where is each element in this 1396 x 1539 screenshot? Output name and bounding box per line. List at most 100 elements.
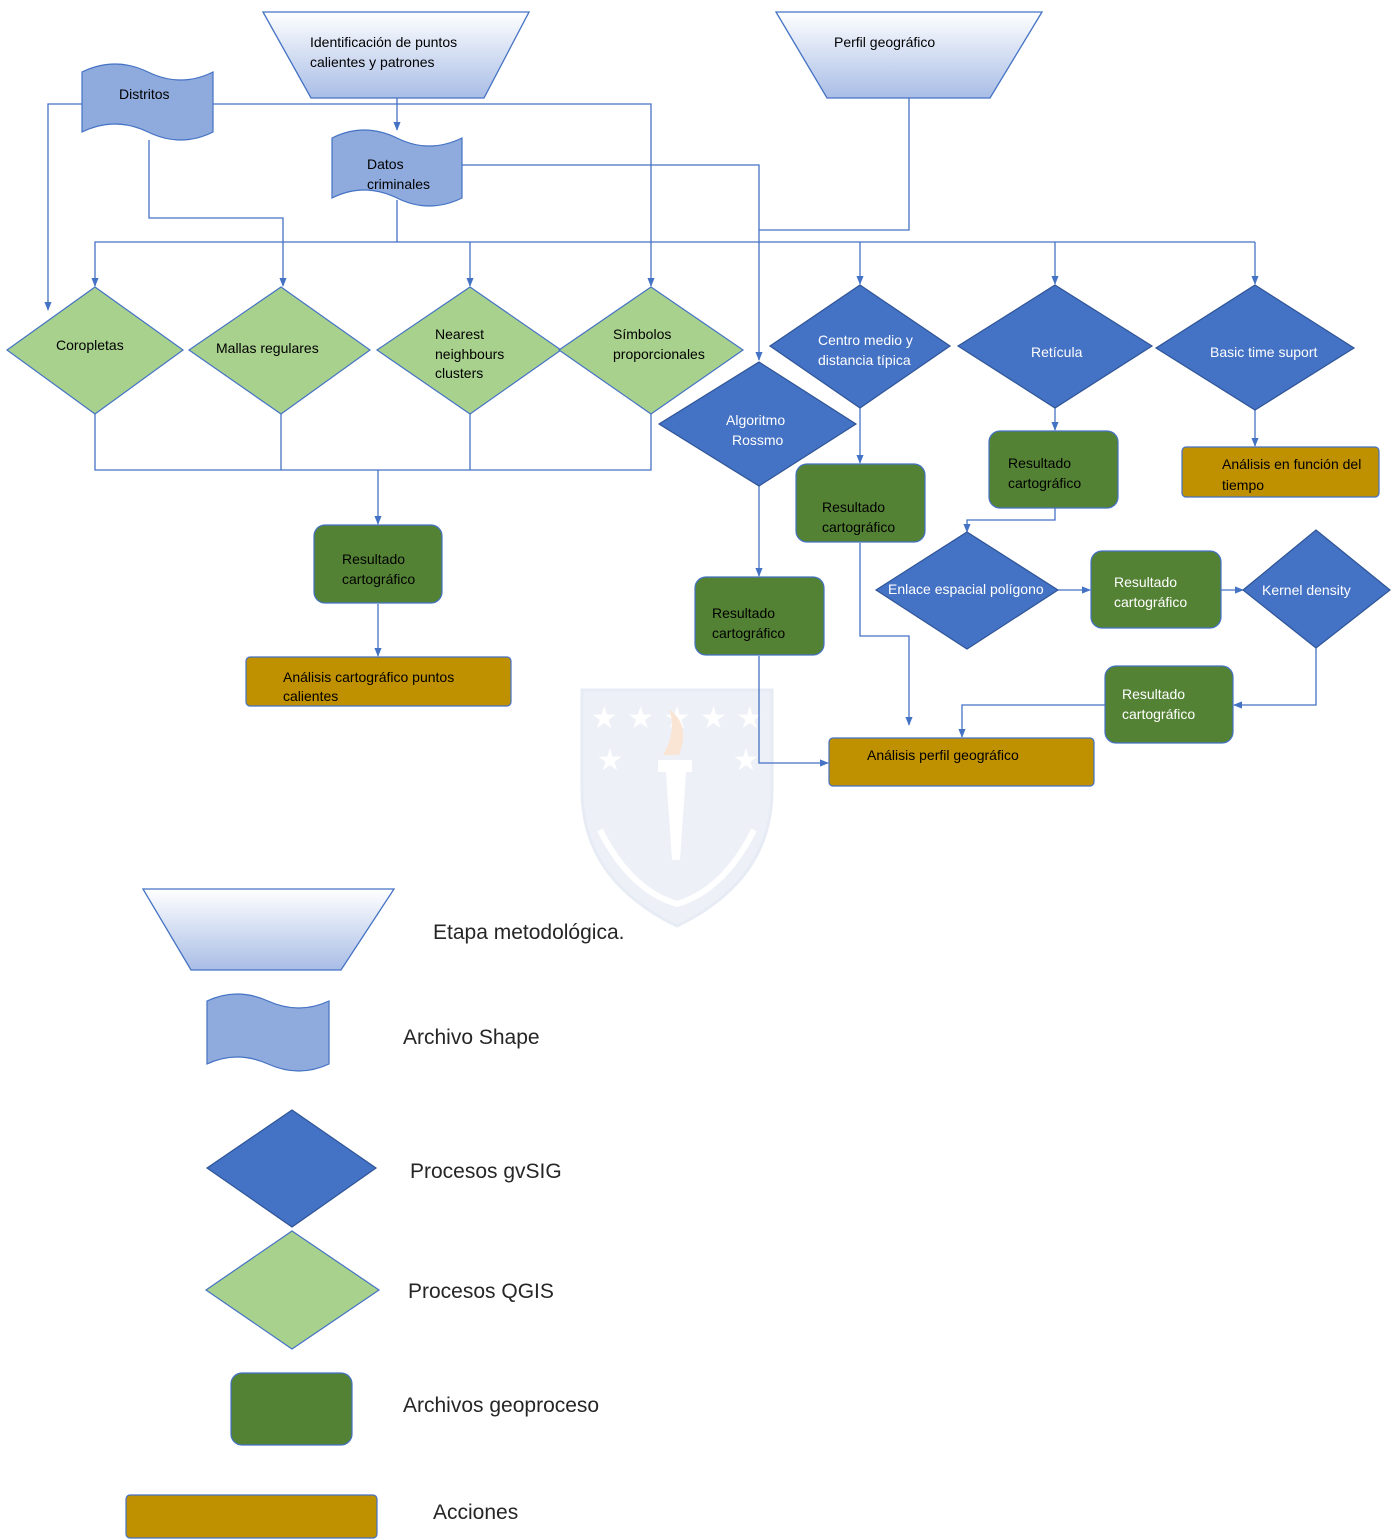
action-time-line-2: tiempo bbox=[1222, 477, 1264, 493]
stage-profile-line-1: Perfil geográfico bbox=[834, 34, 935, 50]
shape-distritos-line-1: Distritos bbox=[119, 86, 170, 102]
qgis-simbolos-proporcionales: Símbolos proporcionales bbox=[557, 286, 745, 415]
action-hotspots-line-1: Análisis cartográfico puntos bbox=[283, 669, 454, 685]
svg-text:★ ★ ★ ★ ★: ★ ★ ★ ★ ★ bbox=[591, 701, 764, 736]
result-centro: Resultado cartográfico bbox=[795, 463, 926, 543]
svg-text:Distritos: Distritos bbox=[119, 86, 170, 102]
action-hotspots-line-2: calientes bbox=[283, 688, 338, 704]
conn-distritos-simbolos bbox=[213, 103, 655, 287]
conn-distritos-coropletas bbox=[44, 103, 82, 311]
conn-distritos-mallas bbox=[148, 140, 287, 287]
conn-kernel-result-action bbox=[958, 704, 1105, 738]
conn-qgis-join bbox=[94, 414, 652, 471]
qgis-coropletas-line-1: Coropletas bbox=[56, 337, 124, 353]
university-seal-watermark: ★ ★ ★ ★ ★ ★ ★ bbox=[580, 688, 774, 928]
action-time-line-1: Análisis en función del bbox=[1222, 456, 1361, 472]
result-main-line-1: Resultado bbox=[342, 551, 405, 567]
svg-text:Análisis perfil geográfico: Análisis perfil geográfico bbox=[867, 747, 1019, 763]
svg-text:Perfil geográfico: Perfil geográfico bbox=[834, 34, 935, 50]
result-kernel-line-2: cartográfico bbox=[1122, 706, 1195, 722]
result-centro-line-2: cartográfico bbox=[822, 519, 895, 535]
gvsig-rossmo-line-2: Rossmo bbox=[732, 432, 784, 448]
svg-text:★: ★ bbox=[733, 743, 760, 778]
qgis-simbolos-line-1: Símbolos bbox=[613, 326, 671, 342]
gvsig-centro-line-2: distancia típica bbox=[818, 352, 911, 368]
gvsig-kernel-density: Kernel density bbox=[1242, 529, 1391, 649]
action-time: Análisis en función del tiempo bbox=[1181, 446, 1380, 498]
result-rossmo: Resultado cartográfico bbox=[694, 576, 825, 656]
qgis-nearest-line-3: clusters bbox=[435, 365, 483, 381]
gvsig-centro-line-1: Centro medio y bbox=[818, 332, 913, 348]
shape-datos-criminales: Datos criminales bbox=[331, 129, 463, 207]
legend-qgis: Procesos QGIS bbox=[204, 1230, 554, 1350]
connectors bbox=[44, 98, 1317, 767]
conn-centro-result-action bbox=[859, 543, 913, 726]
qgis-mallas-line-1: Mallas regulares bbox=[216, 340, 319, 356]
result-rossmo-line-2: cartográfico bbox=[712, 625, 785, 641]
action-hotspots: Análisis cartográfico puntos calientes bbox=[245, 656, 512, 707]
stage-profile: Perfil geográfico bbox=[774, 11, 1044, 99]
qgis-coropletas: Coropletas bbox=[5, 286, 185, 415]
conn-datos-rossmo bbox=[462, 164, 763, 361]
conn-datos-bus bbox=[396, 200, 1255, 243]
qgis-nearest-line-1: Nearest bbox=[435, 326, 484, 342]
result-enlace-line-1: Resultado bbox=[1114, 574, 1177, 590]
legend-qgis-label: Procesos QGIS bbox=[408, 1280, 554, 1303]
legend-geoprocess: Archivos geoproceso bbox=[230, 1372, 599, 1446]
svg-text:Mallas regulares: Mallas regulares bbox=[216, 340, 319, 356]
svg-text:Coropletas: Coropletas bbox=[56, 337, 124, 353]
legend-geoprocess-label: Archivos geoproceso bbox=[403, 1394, 599, 1417]
gvsig-rossmo-line-1: Algoritmo bbox=[726, 412, 785, 428]
gvsig-enlace-espacial: Enlace espacial polígono bbox=[874, 531, 1060, 650]
stage-hotspots-line-1: Identificación de puntos bbox=[310, 34, 457, 50]
conn-bus-qgis-left bbox=[91, 241, 397, 287]
svg-text:Enlace espacial polígono: Enlace espacial polígono bbox=[888, 581, 1044, 597]
qgis-nearest-line-2: neighbours bbox=[435, 346, 504, 362]
shape-datos-line-1: Datos bbox=[367, 156, 404, 172]
action-profile: Análisis perfil geográfico bbox=[828, 737, 1095, 787]
gvsig-centro-medio: Centro medio y distancia típica bbox=[768, 284, 952, 409]
gvsig-reticula-line-1: Retícula bbox=[1031, 344, 1083, 360]
legend: Etapa metodológica. Archivo Shape Proces… bbox=[125, 888, 624, 1539]
stage-hotspots-line-2: calientes y patrones bbox=[310, 54, 435, 70]
svg-text:Retícula: Retícula bbox=[1031, 344, 1083, 360]
legend-stage-label: Etapa metodológica. bbox=[433, 921, 624, 944]
result-centro-line-1: Resultado bbox=[822, 499, 885, 515]
qgis-simbolos-line-2: proporcionales bbox=[613, 346, 705, 362]
result-reticula-line-1: Resultado bbox=[1008, 455, 1071, 471]
result-kernel: Resultado cartográfico bbox=[1104, 665, 1234, 744]
legend-gvsig-label: Procesos gvSIG bbox=[410, 1160, 562, 1183]
result-kernel-line-1: Resultado bbox=[1122, 686, 1185, 702]
stage-hotspots: Identificación de puntos calientes y patr… bbox=[261, 11, 531, 99]
action-profile-line-1: Análisis perfil geográfico bbox=[867, 747, 1019, 763]
result-rossmo-line-1: Resultado bbox=[712, 605, 775, 621]
legend-actions-label: Acciones bbox=[433, 1501, 518, 1524]
qgis-mallas-regulares: Mallas regulares bbox=[187, 286, 372, 415]
qgis-nearest-neighbours: Nearest neighbours clusters bbox=[375, 286, 563, 415]
conn-kernel-result bbox=[1233, 648, 1317, 709]
gvsig-time-line-1: Basic time suport bbox=[1210, 344, 1317, 360]
conn-reticula-result-enlace bbox=[963, 508, 1056, 533]
legend-gvsig: Procesos gvSIG bbox=[205, 1109, 562, 1228]
conn-perfil-bus bbox=[759, 98, 910, 231]
legend-shape: Archivo Shape bbox=[206, 993, 540, 1072]
gvsig-kernel-line-1: Kernel density bbox=[1262, 582, 1351, 598]
legend-shape-label: Archivo Shape bbox=[403, 1026, 540, 1049]
legend-actions: Acciones bbox=[125, 1494, 518, 1539]
shape-datos-line-2: criminales bbox=[367, 176, 430, 192]
